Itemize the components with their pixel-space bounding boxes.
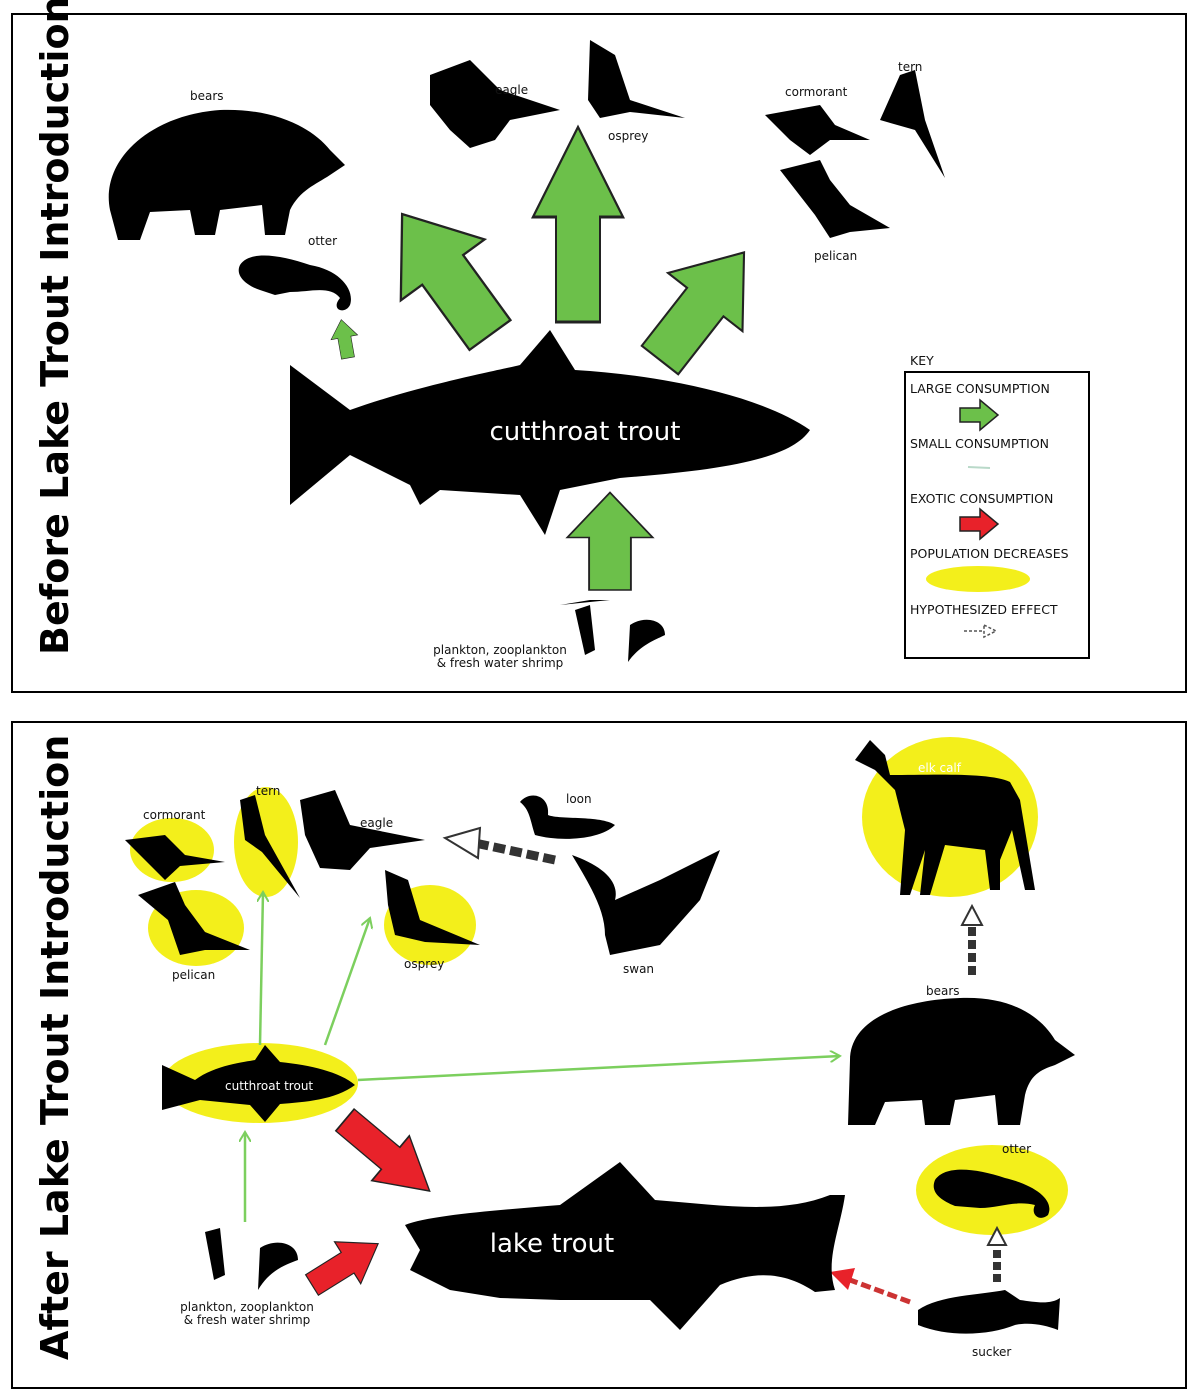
after-panel: After Lake Trout Introduction xyxy=(11,721,1187,1389)
osprey-silhouette xyxy=(385,870,480,945)
before-title: Before Lake Trout Introduction xyxy=(33,0,77,655)
before-panel: Before Lake Trout Introduction cutthroat… xyxy=(11,0,1187,693)
after-title: After Lake Trout Introduction xyxy=(33,735,77,1360)
osprey-silhouette xyxy=(588,40,685,118)
label-tern: tern xyxy=(898,60,922,74)
label-pelican: pelican xyxy=(814,249,857,263)
label-pelican: pelican xyxy=(172,968,215,982)
legend-green-arrow-icon xyxy=(959,398,1000,432)
label-plankton-2: & fresh water shrimp xyxy=(184,1313,311,1327)
bear-silhouette xyxy=(848,997,1075,1125)
pelican-silhouette xyxy=(780,160,890,238)
eagle-silhouette xyxy=(430,60,560,148)
label-lake-trout: lake trout xyxy=(490,1229,614,1259)
lake-trout-silhouette xyxy=(405,1162,845,1330)
legend-dashed-arrow-icon xyxy=(964,623,998,639)
legend-small-consumption: SMALL CONSUMPTION xyxy=(910,436,1049,451)
label-swan: swan xyxy=(623,962,654,976)
bear-silhouette xyxy=(108,109,345,241)
label-bears: bears xyxy=(190,89,224,103)
legend-red-arrow-icon xyxy=(959,507,1000,541)
label-bears: bears xyxy=(926,984,960,998)
elk-calf-silhouette xyxy=(855,740,1035,895)
cormorant-silhouette xyxy=(125,835,225,880)
label-plankton-1: plankton, zooplankton xyxy=(433,643,567,657)
eagle-silhouette xyxy=(300,790,425,870)
sucker-silhouette xyxy=(918,1290,1060,1334)
legend-thin-arrow-icon xyxy=(967,466,991,469)
label-loon: loon xyxy=(566,792,592,806)
tern-silhouette xyxy=(240,795,300,898)
legend-title: KEY xyxy=(910,353,934,368)
legend-yellow-ellipse xyxy=(926,566,1030,592)
swan-silhouette xyxy=(572,850,720,955)
label-osprey: osprey xyxy=(404,957,444,971)
label-eagle: eagle xyxy=(495,83,528,97)
label-otter: otter xyxy=(308,234,337,248)
label-cormorant: cormorant xyxy=(785,85,848,99)
loon-silhouette xyxy=(520,795,615,839)
label-plankton-2: & fresh water shrimp xyxy=(437,656,564,670)
label-sucker: sucker xyxy=(972,1345,1011,1359)
small-consumption-arrows xyxy=(245,892,840,1222)
zooplankton-silhouette xyxy=(205,1228,225,1280)
otter-silhouette xyxy=(238,255,351,311)
shrimp-silhouette xyxy=(628,619,665,662)
label-elk-calf: elk calf xyxy=(918,761,962,775)
label-eagle: eagle xyxy=(360,816,393,830)
cutthroat-trout-silhouette xyxy=(290,330,810,535)
legend: KEY LARGE CONSUMPTION SMALL CONSUMPTION … xyxy=(904,353,1090,659)
cormorant-silhouette xyxy=(765,105,870,155)
zooplankton-silhouette xyxy=(560,600,610,655)
label-otter: otter xyxy=(1002,1142,1031,1156)
cutthroat-trout-label: cutthroat trout xyxy=(490,417,681,447)
tern-silhouette xyxy=(880,70,945,178)
legend-hypothesized-effect: HYPOTHESIZED EFFECT xyxy=(910,602,1058,617)
legend-large-consumption: LARGE CONSUMPTION xyxy=(910,381,1050,396)
legend-exotic-consumption: EXOTIC CONSUMPTION xyxy=(910,491,1053,506)
cutthroat-trout-silhouette xyxy=(162,1045,355,1122)
otter-silhouette xyxy=(933,1169,1050,1218)
legend-population-decreases: POPULATION DECREASES xyxy=(910,546,1069,561)
hypothesized-effect-arrows xyxy=(442,826,1008,1305)
shrimp-silhouette xyxy=(258,1242,298,1290)
label-cutthroat-trout: cutthroat trout xyxy=(225,1079,313,1093)
label-tern: tern xyxy=(256,784,280,798)
label-osprey: osprey xyxy=(608,129,648,143)
pelican-silhouette xyxy=(138,882,250,955)
label-cormorant: cormorant xyxy=(143,808,206,822)
label-plankton-1: plankton, zooplankton xyxy=(180,1300,314,1314)
